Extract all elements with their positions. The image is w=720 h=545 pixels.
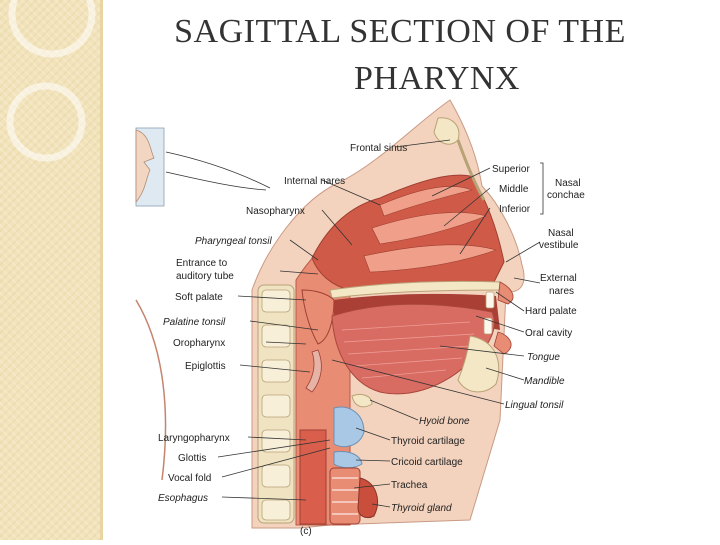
- middle-concha: [371, 212, 487, 245]
- label-nasal-vestibule-line1: Nasal: [548, 228, 574, 239]
- label-hard-palate: Hard palate: [525, 306, 577, 317]
- label-palatine-tonsil: Palatine tonsil: [163, 317, 226, 328]
- epiglottis: [305, 349, 322, 393]
- decorative-side-panel: [0, 0, 100, 540]
- tracheal-rings: [332, 477, 358, 515]
- conchae-bracket: [540, 162, 544, 215]
- title-line-1: SAGITTAL SECTION OF THE: [174, 13, 626, 50]
- label-entrance-line1: Entrance to: [176, 258, 228, 269]
- label-trachea: Trachea: [391, 480, 428, 491]
- vertebral-column: [257, 284, 295, 524]
- decorative-circles: [6, 0, 96, 162]
- label-frontal-sinus: Frontal sinus: [350, 143, 407, 154]
- esophagus: [299, 429, 327, 525]
- slide-title: SAGITTAL SECTION OF THE PHARYNX: [120, 8, 680, 102]
- label-thyroid-gland: Thyroid gland: [391, 503, 452, 514]
- superior-concha: [379, 186, 473, 217]
- face-inset: [135, 127, 165, 207]
- lower-tooth: [483, 317, 493, 335]
- label-nasal-conchae-line2: conchae: [547, 190, 585, 201]
- label-epiglottis: Epiglottis: [185, 361, 226, 372]
- thyroid-gland: [357, 477, 378, 519]
- title-line-2: PHARYNX: [354, 60, 520, 97]
- label-mandible: Mandible: [524, 376, 565, 387]
- label-internal-nares: Internal nares: [284, 176, 345, 187]
- label-external-nares-line1: External: [540, 273, 577, 284]
- label-oral-cavity: Oral cavity: [525, 328, 572, 339]
- thyroid-cartilage: [333, 406, 365, 448]
- label-vocal-fold: Vocal fold: [168, 473, 211, 484]
- label-oropharynx: Oropharynx: [173, 338, 225, 349]
- label-nasal-conchae-line1: Nasal: [555, 178, 581, 189]
- label-lingual-tonsil: Lingual tonsil: [505, 400, 564, 411]
- label-entrance-line2: auditory tube: [176, 271, 234, 282]
- leader-lines: [165, 139, 541, 508]
- label-tongue: Tongue: [527, 352, 560, 363]
- hyoid-bone: [351, 393, 373, 408]
- label-laryngopharynx: Laryngopharynx: [158, 433, 230, 444]
- label-nasopharynx: Nasopharynx: [246, 206, 305, 217]
- cricoid-cartilage: [333, 451, 363, 469]
- label-cricoid-cartilage: Cricoid cartilage: [391, 457, 463, 468]
- label-pharyngeal-tonsil: Pharyngeal tonsil: [195, 236, 272, 247]
- soft-palate: [301, 289, 335, 345]
- trachea: [329, 467, 361, 525]
- panel-tag: (c): [300, 526, 312, 537]
- side-panel-edge: [100, 0, 103, 540]
- upper-lip: [497, 281, 514, 305]
- label-thyroid-cartilage: Thyroid cartilage: [391, 436, 465, 447]
- label-external-nares-line2: nares: [549, 286, 574, 297]
- label-middle: Middle: [499, 184, 529, 195]
- label-soft-palate: Soft palate: [175, 292, 223, 303]
- inferior-concha: [363, 244, 497, 273]
- label-glottis: Glottis: [178, 453, 206, 464]
- label-nasal-vestibule-line2: vestibule: [539, 240, 579, 251]
- upper-tooth: [485, 291, 495, 309]
- label-superior: Superior: [492, 164, 530, 175]
- mandible: [457, 335, 500, 393]
- label-inferior: Inferior: [499, 204, 531, 215]
- label-hyoid-bone: Hyoid bone: [419, 416, 470, 427]
- label-esophagus: Esophagus: [158, 493, 208, 504]
- nasal-bone: [456, 139, 486, 201]
- neck-profile-line: [135, 299, 167, 481]
